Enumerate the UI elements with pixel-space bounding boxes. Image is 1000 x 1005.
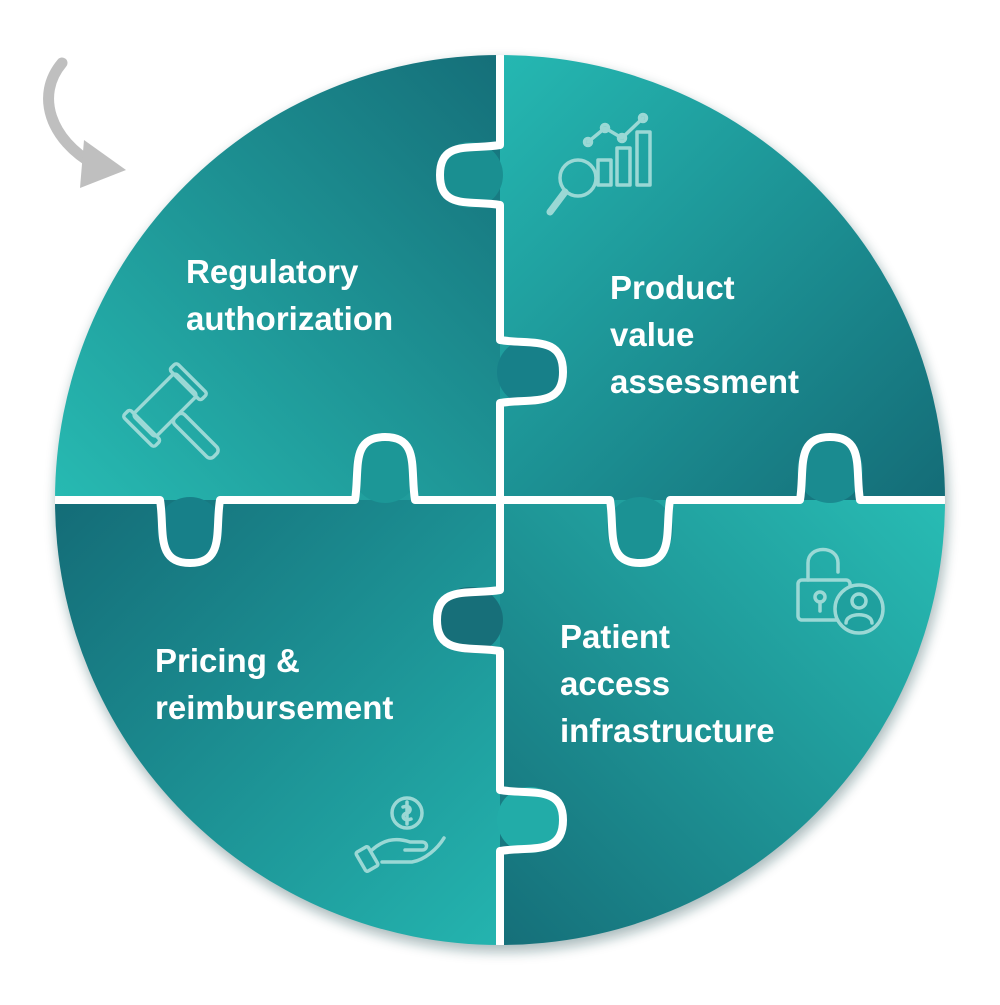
puzzle-circle — [55, 55, 945, 945]
label-line: Pricing & — [155, 642, 300, 679]
knob-right-upper-horizontal — [797, 437, 863, 503]
label-line: assessment — [610, 363, 799, 400]
label-line: Regulatory — [186, 253, 359, 290]
label-line: access — [560, 665, 671, 702]
knob-right-lower-horizontal — [607, 497, 673, 563]
cut-vertical-bottom — [433, 496, 567, 945]
label-line: Product — [610, 269, 735, 306]
knob-top-vertical — [437, 142, 503, 208]
curved-arrow-shaft — [43, 57, 101, 171]
cut-vertical-top — [436, 55, 567, 504]
label-product-value-assessment: Product value assessment — [610, 264, 799, 405]
knob-left-lower-horizontal — [157, 497, 223, 563]
label-line: authorization — [186, 300, 394, 337]
chart-magnifier-icon — [546, 112, 652, 216]
label-line: value — [610, 316, 695, 353]
knob-mid-upper-vertical — [497, 339, 563, 405]
label-regulatory-authorization: Regulatory authorization — [186, 248, 393, 342]
cut-horizontal-right — [496, 433, 945, 567]
knob-bottom-vertical — [497, 787, 563, 853]
label-line: reimbursement — [155, 689, 394, 726]
label-line: infrastructure — [560, 712, 775, 749]
unlock-person-icon — [796, 547, 885, 635]
label-pricing-reimbursement: Pricing & reimbursement — [155, 637, 393, 731]
cut-horizontal-left — [55, 433, 504, 567]
knob-left-upper-horizontal — [352, 437, 418, 503]
label-line: Patient — [560, 618, 671, 655]
label-patient-access-infrastructure: Patient access infrastructure — [560, 613, 775, 754]
curved-arrow-icon — [80, 140, 126, 188]
puzzle-cut-lines — [55, 55, 945, 945]
knob-mid-lower-vertical — [437, 587, 503, 653]
gavel-icon — [122, 362, 220, 460]
hand-coin-icon — [354, 796, 446, 874]
